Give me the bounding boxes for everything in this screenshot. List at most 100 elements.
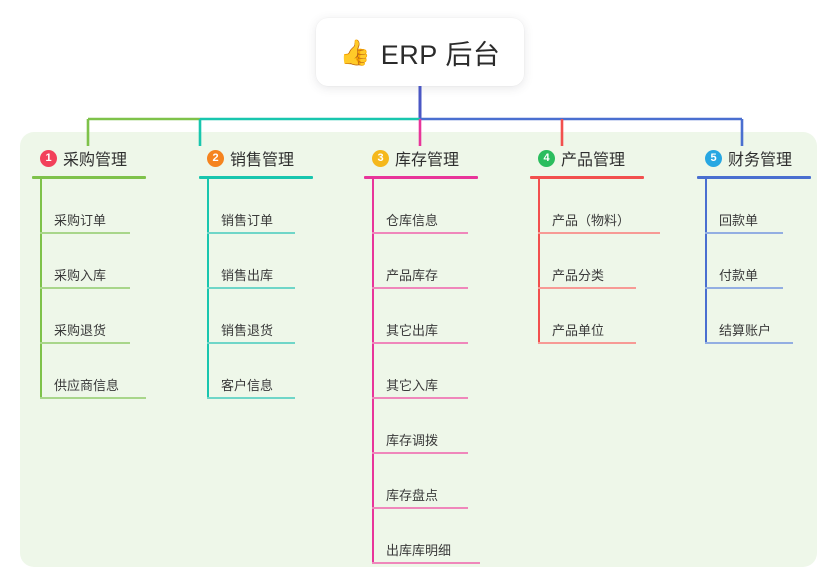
leaf-node[interactable]: 采购订单 [32,179,182,234]
leaf-node[interactable]: 出库库明细 [364,509,519,564]
leaf-node-label: 其它入库 [386,378,439,393]
branch-title: 产品管理 [561,152,626,169]
leaf-node-label: 结算账户 [719,323,772,338]
leaf-node[interactable]: 产品分类 [530,234,690,289]
leaf-node-label: 采购订单 [54,213,107,228]
leaf-node-label: 供应商信息 [54,378,120,393]
leaf-underline [372,452,468,454]
branch-column-4: 4 产品管理产品（物料） 产品分类产品单位 [530,146,690,344]
leaf-underline [372,397,468,399]
leaf-underline [207,342,295,344]
leaf-underline [40,397,146,399]
leaf-underline [372,287,468,289]
leaf-node-label: 仓库信息 [386,213,439,228]
leaf-node-label: 销售出库 [221,268,274,283]
leaf-underline [705,232,783,234]
leaf-underline [207,287,295,289]
leaf-underline [40,342,130,344]
leaf-node[interactable]: 库存调拨 [364,399,519,454]
leaf-underline [705,342,793,344]
branch-underline [199,176,313,179]
leaf-underline [207,397,295,399]
branch-items: 产品（物料） 产品分类产品单位 [530,179,690,344]
leaf-node[interactable]: 销售订单 [199,179,349,234]
leaf-underline [40,232,130,234]
branch-underline [364,176,478,179]
branch-column-3: 3 库存管理仓库信息产品库存其它出库其它入库库存调拨库存盘点出库库明细 [364,146,519,564]
leaf-underline [372,562,480,564]
root-node-title: ERP 后台 [380,39,501,70]
leaf-node-label: 产品单位 [552,323,605,338]
branch-title: 销售管理 [230,152,295,169]
branch-column-5: 5 财务管理回款单付款单结算账户 [697,146,817,344]
branch-header-2[interactable]: 2 销售管理 [199,146,349,170]
leaf-node-label: 回款单 [719,213,759,228]
leaf-underline [372,232,468,234]
branch-number-badge: 2 [207,149,224,167]
leaf-node-label: 出库库明细 [386,543,452,558]
branch-spine [372,179,374,564]
root-node[interactable]: 👍 ERP 后台 [316,18,524,86]
leaf-node[interactable]: 回款单 [697,179,817,234]
leaf-node[interactable]: 销售出库 [199,234,349,289]
branch-spine [705,179,707,344]
branch-title: 财务管理 [728,152,793,169]
diagram-panel [20,132,817,567]
leaf-node-label: 库存调拨 [386,433,439,448]
branch-header-5[interactable]: 5 财务管理 [697,146,817,170]
leaf-node-label: 付款单 [719,268,759,283]
branch-underline [530,176,644,179]
leaf-node-label: 客户信息 [221,378,274,393]
leaf-underline [40,287,130,289]
branch-items: 仓库信息产品库存其它出库其它入库库存调拨库存盘点出库库明细 [364,179,519,564]
leaf-node-label: 采购入库 [54,268,107,283]
leaf-node[interactable]: 付款单 [697,234,817,289]
branch-number-badge: 1 [40,149,57,167]
leaf-node[interactable]: 其它出库 [364,289,519,344]
leaf-underline [538,232,660,234]
branch-number-badge: 4 [538,149,555,167]
leaf-node-label: 产品库存 [386,268,439,283]
leaf-underline [372,507,468,509]
branch-header-3[interactable]: 3 库存管理 [364,146,519,170]
branch-underline [32,176,146,179]
leaf-node-label: 产品分类 [552,268,605,283]
leaf-node[interactable]: 结算账户 [697,289,817,344]
thumbs-up-icon: 👍 [339,37,371,67]
leaf-node[interactable]: 库存盘点 [364,454,519,509]
leaf-node[interactable]: 采购退货 [32,289,182,344]
leaf-node-label: 采购退货 [54,323,107,338]
branch-items: 回款单付款单结算账户 [697,179,817,344]
branch-number-badge: 5 [705,149,722,167]
branch-spine [40,179,42,399]
leaf-node-label: 其它出库 [386,323,439,338]
branch-header-4[interactable]: 4 产品管理 [530,146,690,170]
leaf-node-label: 库存盘点 [386,488,439,503]
branch-spine [207,179,209,399]
branch-number-badge: 3 [372,149,389,167]
leaf-node[interactable]: 仓库信息 [364,179,519,234]
leaf-node[interactable]: 采购入库 [32,234,182,289]
branch-column-2: 2 销售管理销售订单销售出库销售退货客户信息 [199,146,349,399]
leaf-node-label: 产品（物料） [552,213,631,228]
leaf-node[interactable]: 产品（物料） [530,179,690,234]
leaf-node[interactable]: 供应商信息 [32,344,182,399]
leaf-node[interactable]: 客户信息 [199,344,349,399]
leaf-node[interactable]: 产品库存 [364,234,519,289]
leaf-underline [538,287,636,289]
branch-title: 库存管理 [395,152,460,169]
leaf-underline [538,342,636,344]
leaf-underline [372,342,468,344]
leaf-underline [705,287,783,289]
leaf-underline [207,232,295,234]
branch-items: 销售订单销售出库销售退货客户信息 [199,179,349,399]
branch-underline [697,176,811,179]
leaf-node-label: 销售退货 [221,323,274,338]
branch-items: 采购订单采购入库采购退货供应商信息 [32,179,182,399]
leaf-node[interactable]: 其它入库 [364,344,519,399]
leaf-node[interactable]: 销售退货 [199,289,349,344]
leaf-node[interactable]: 产品单位 [530,289,690,344]
